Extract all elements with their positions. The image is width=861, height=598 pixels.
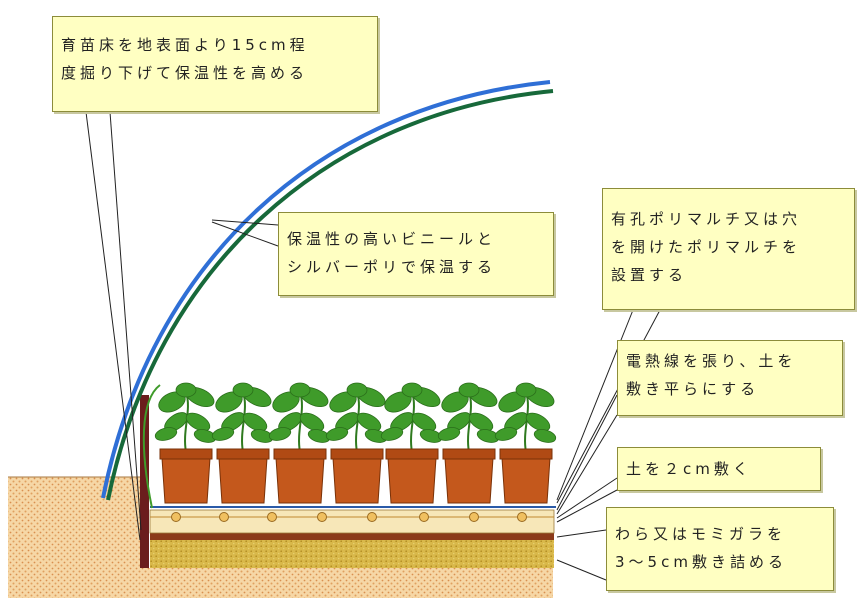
- callout-straw-line1: わら又はモミガラを: [615, 525, 787, 543]
- leader-heat: [556, 394, 618, 511]
- callout-dig-line2: 度掘り下げて保温性を高める: [61, 64, 309, 82]
- flower-pot-icon: [216, 448, 270, 504]
- flower-pot-icon: [273, 448, 327, 504]
- heating-cable-bead: [517, 512, 527, 522]
- heating-cable-bead: [219, 512, 229, 522]
- vinyl-film-blue: [101, 80, 551, 499]
- inner-tunnel-film: [142, 384, 161, 509]
- tomato-seedling-icon: [154, 382, 217, 453]
- callout-vinyl-line2: シルバーポリで保温する: [287, 258, 497, 276]
- leader-straw: [556, 529, 607, 538]
- tomato-seedling-icon: [494, 382, 557, 453]
- seedling-row: [154, 382, 557, 504]
- callout-straw-line2: 3～5cm敷き詰める: [615, 553, 787, 571]
- flower-pot-icon: [159, 448, 213, 504]
- tomato-seedling-icon: [437, 382, 500, 453]
- leader-dig-2: [109, 111, 142, 531]
- callout-vinyl: 保温性の高いビニールと シルバーポリで保温する: [278, 212, 554, 296]
- ground-left: [8, 477, 148, 598]
- heating-cable-bead: [267, 512, 277, 522]
- tomato-seedling-icon: [380, 382, 443, 453]
- bed-wall: [140, 395, 149, 568]
- callout-soil-line1: 土を２cm敷く: [626, 460, 752, 478]
- straw-top-band: [150, 533, 554, 540]
- ground-below-bed: [148, 568, 553, 598]
- leader-dig: [85, 111, 141, 541]
- heating-cable-bead: [317, 512, 327, 522]
- flower-pot-icon: [330, 448, 384, 504]
- leader-vinyl: [211, 219, 279, 226]
- callout-dig-line1: 育苗床を地表面より15cm程: [61, 36, 309, 54]
- flower-pot-icon: [385, 448, 439, 504]
- callout-dig: 育苗床を地表面より15cm程 度掘り下げて保温性を高める: [52, 16, 378, 112]
- callout-vinyl-line1: 保温性の高いビニールと: [287, 230, 497, 248]
- leader-soil: [556, 477, 618, 519]
- heating-cable-bead: [419, 512, 429, 522]
- callout-mulch-line2: を開けたポリマルチを: [611, 238, 802, 256]
- flower-pot-icon: [442, 448, 496, 504]
- tomato-seedling-icon: [268, 382, 331, 453]
- heating-cable-icon: [171, 512, 527, 522]
- callout-straw: わら又はモミガラを 3～5cm敷き詰める: [606, 507, 834, 591]
- callout-soil: 土を２cm敷く: [617, 447, 821, 491]
- heating-cable-bead: [171, 512, 181, 522]
- heating-cable-bead: [367, 512, 377, 522]
- callout-heat-line2: 敷き平らにする: [626, 380, 760, 398]
- straw-layer: [150, 540, 554, 568]
- leader-heat-2: [556, 414, 618, 515]
- callout-mulch: 有孔ポリマルチ又は穴 を開けたポリマルチを 設置する: [602, 188, 855, 310]
- leader-soil-2: [556, 489, 618, 523]
- silver-poly-film-green: [106, 89, 554, 501]
- soil-layer: [149, 509, 555, 534]
- leader-vinyl-2: [211, 221, 279, 247]
- callout-heat: 電熱線を張り、土を 敷き平らにする: [617, 340, 843, 416]
- callout-mulch-line1: 有孔ポリマルチ又は穴: [611, 210, 802, 228]
- leader-straw-2: [556, 559, 607, 581]
- callout-mulch-line3: 設置する: [611, 266, 688, 284]
- tomato-seedling-icon: [325, 382, 388, 453]
- flower-pot-icon: [499, 448, 553, 504]
- callout-heat-line1: 電熱線を張り、土を: [626, 352, 797, 370]
- tomato-seedling-icon: [211, 382, 274, 453]
- heating-cable-bead: [469, 512, 479, 522]
